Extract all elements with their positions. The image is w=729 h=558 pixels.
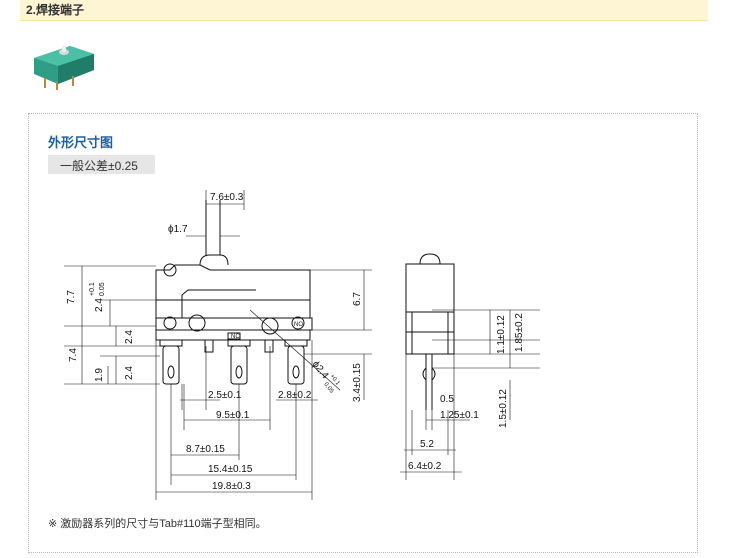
product-photo <box>34 46 94 90</box>
dim-5-2: 5.2 <box>420 439 434 450</box>
dim-left-height: 7.7 <box>66 290 77 304</box>
dim-left-tol-main: 2.4 <box>94 298 105 312</box>
dim-15-4: 15.4±0.15 <box>208 464 253 475</box>
label-nc: NC <box>231 334 240 340</box>
dim-6-7: 6.7 <box>352 292 363 306</box>
dim-0-5: 0.5 <box>440 394 454 405</box>
dim-2-5: 2.5±0.1 <box>208 390 242 401</box>
dim-left-tol-sub: 0.05 <box>99 282 106 296</box>
dim-top-width: 7.6±0.3 <box>210 192 244 203</box>
dim-9-5: 9.5±0.1 <box>216 410 250 421</box>
dim-2-4-lower: 2.4 <box>124 366 135 380</box>
dim-1-9: 1.9 <box>94 368 105 382</box>
panel-title: 外形尺寸图 <box>48 135 114 150</box>
dim-7-4: 7.4 <box>68 348 79 362</box>
section-header: 2.焊接端子 <box>20 0 708 21</box>
label-no: NO <box>294 322 303 328</box>
tolerance-text: 一般公差±0.25 <box>60 159 138 173</box>
dim-3-4: 3.4±0.15 <box>352 363 363 402</box>
dim-phi-plunger: ϕ1.7 <box>168 224 188 235</box>
dim-left-tol-sup: +0.1 <box>89 282 96 296</box>
dimension-panel <box>28 113 698 553</box>
dim-1-85: 1.85±0.2 <box>514 313 525 352</box>
dim-6-4: 6.4±0.2 <box>408 461 442 472</box>
dim-2-4-upper: 2.4 <box>124 330 135 344</box>
dim-1-5: 1.5±0.12 <box>498 389 509 428</box>
dim-8-7: 8.7±0.15 <box>186 444 225 455</box>
dim-1-25: 1.25±0.1 <box>440 410 479 421</box>
dim-1-1: 1.1±0.12 <box>496 315 507 354</box>
dim-19-8: 19.8±0.3 <box>212 481 251 492</box>
dim-2-8: 2.8±0.2 <box>278 390 312 401</box>
dim-phi-hole: ϕ2.4 <box>310 359 331 381</box>
tolerance-label: 一般公差±0.25 <box>48 155 155 174</box>
section-title: 2.焊接端子 <box>26 3 85 17</box>
footnote: ※ 激励器系列的尺寸与Tab#110端子型相同。 <box>48 518 267 530</box>
